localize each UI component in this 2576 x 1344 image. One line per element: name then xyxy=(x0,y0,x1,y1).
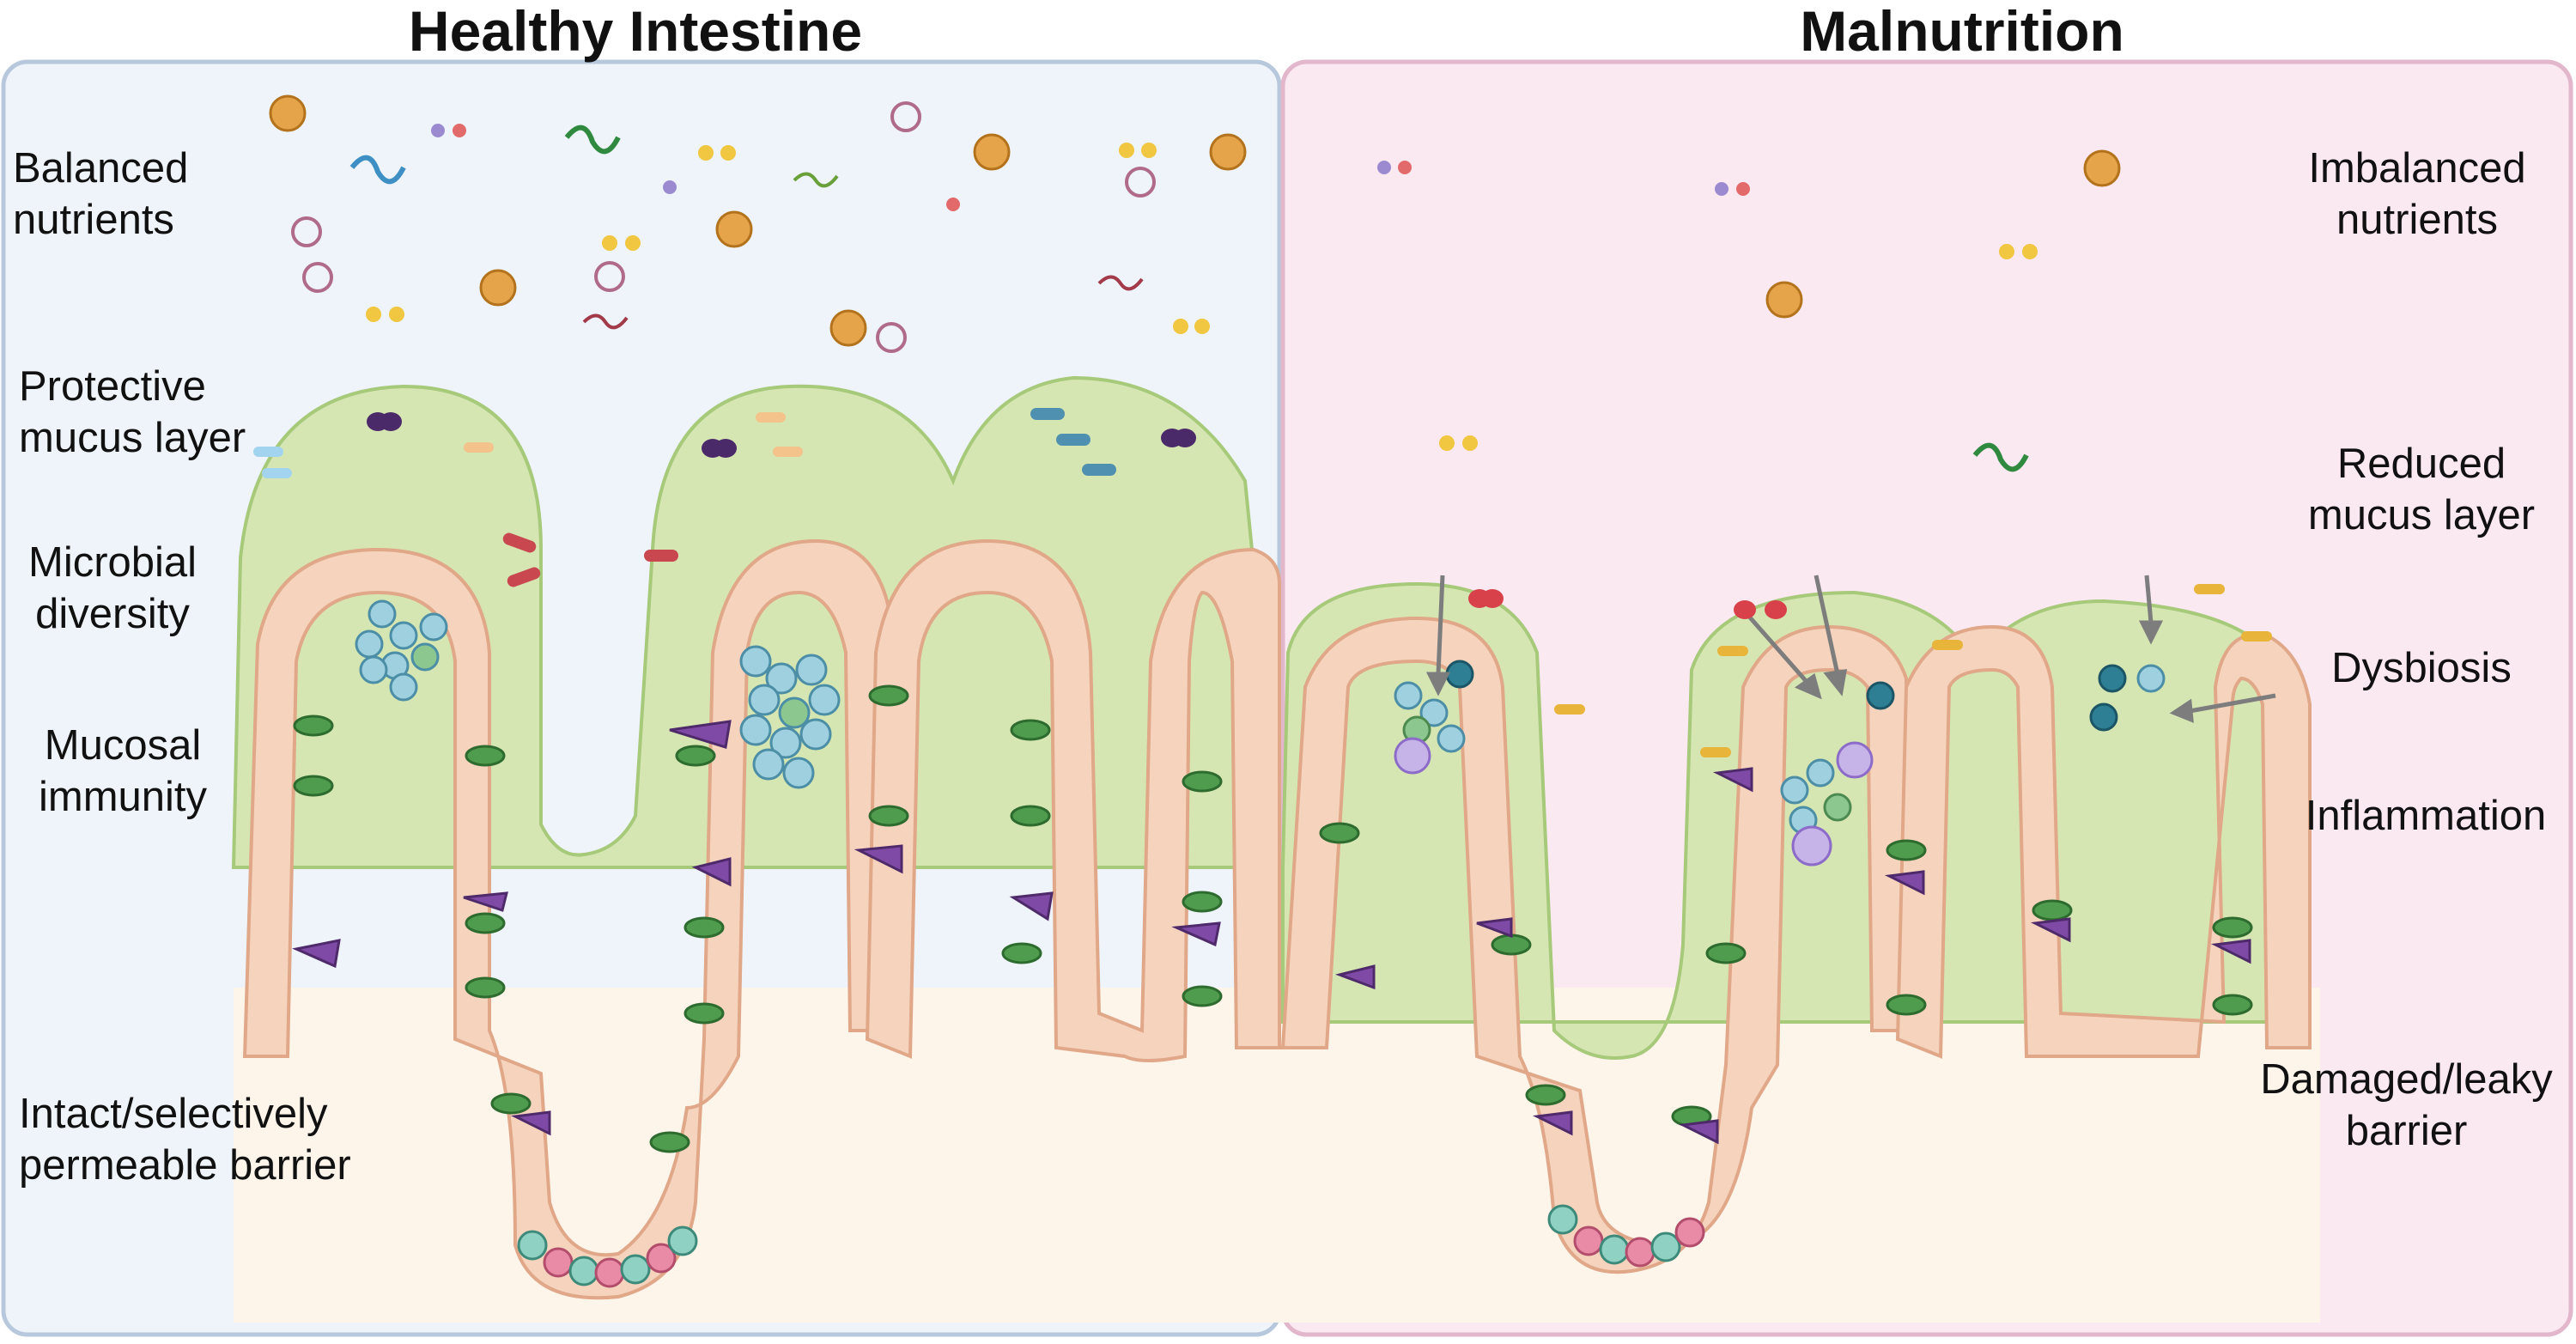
villus-4 xyxy=(1895,624,2312,1059)
tuft-cells xyxy=(292,720,2251,1145)
malnutrition-title: Malnutrition xyxy=(1800,0,2124,63)
bacteria xyxy=(253,408,2272,757)
malnutrition-immune-cells xyxy=(1394,660,2166,867)
label-dysbiosis: Dysbiosis xyxy=(2331,645,2512,691)
nutrient-particles xyxy=(269,94,2121,472)
label-inflammation: Inflammation xyxy=(2305,793,2547,839)
villus-3 xyxy=(1280,616,1917,1274)
healthy-title: Healthy Intestine xyxy=(408,0,863,63)
healthy-immune-cells xyxy=(355,599,841,789)
healthy-crypt-stem-cells xyxy=(517,1225,698,1288)
dysbiosis-arrows xyxy=(1425,575,2276,723)
villus-2 xyxy=(865,538,1281,1062)
goblet-cells xyxy=(293,684,2253,1153)
malnutrition-villi xyxy=(1280,616,2312,1274)
malnutrition-crypt-stem-cells xyxy=(1547,1204,1705,1268)
villus-1 xyxy=(242,538,895,1300)
healthy-villi xyxy=(242,538,1281,1300)
